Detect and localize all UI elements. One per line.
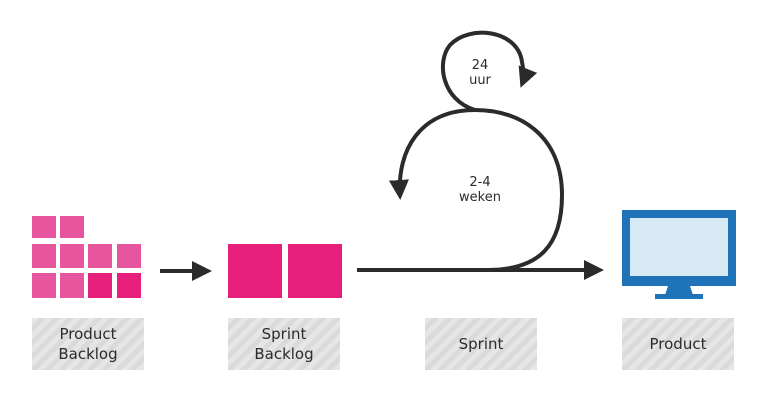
sprint-block — [288, 244, 342, 298]
label-sprint-backlog-line2: Backlog — [254, 345, 314, 363]
sprint-cycle-value: 2-4 — [469, 175, 491, 190]
backlog-block — [117, 273, 141, 298]
label-sprint-backlog-line1: Sprint — [261, 325, 307, 343]
sprint-cycle-label: 2-4 weken — [450, 175, 510, 205]
daily-cycle-label: 24 uur — [455, 58, 505, 88]
monitor-base — [655, 294, 703, 299]
product-backlog-icon — [32, 216, 141, 298]
monitor-stand — [665, 286, 693, 295]
backlog-block — [32, 244, 56, 268]
sprint-backlog-icon — [228, 244, 342, 298]
backlog-block — [60, 216, 84, 238]
label-product-text: Product — [649, 335, 707, 353]
label-product-backlog-line1: Product — [59, 325, 117, 343]
backlog-block — [60, 273, 84, 298]
daily-cycle-loop — [440, 30, 538, 112]
sprint-cycle-loop — [388, 107, 565, 272]
sprint-block — [228, 244, 282, 298]
label-product-backlog: Product Backlog — [32, 318, 144, 370]
daily-cycle-unit: uur — [469, 73, 491, 88]
monitor-icon — [622, 210, 736, 299]
backlog-block — [117, 244, 141, 268]
label-sprint: Sprint — [425, 318, 537, 370]
backlog-block — [60, 244, 84, 268]
monitor-screen — [630, 218, 728, 276]
label-sprint-backlog: Sprint Backlog — [228, 318, 340, 370]
label-product: Product — [622, 318, 734, 370]
backlog-block — [32, 273, 56, 298]
backlog-block — [88, 244, 112, 268]
sprint-cycle-unit: weken — [459, 190, 501, 205]
backlog-block — [32, 216, 56, 238]
daily-cycle-value: 24 — [471, 58, 489, 73]
label-sprint-text: Sprint — [458, 335, 504, 353]
label-product-backlog-line2: Backlog — [58, 345, 118, 363]
backlog-block — [88, 273, 112, 298]
